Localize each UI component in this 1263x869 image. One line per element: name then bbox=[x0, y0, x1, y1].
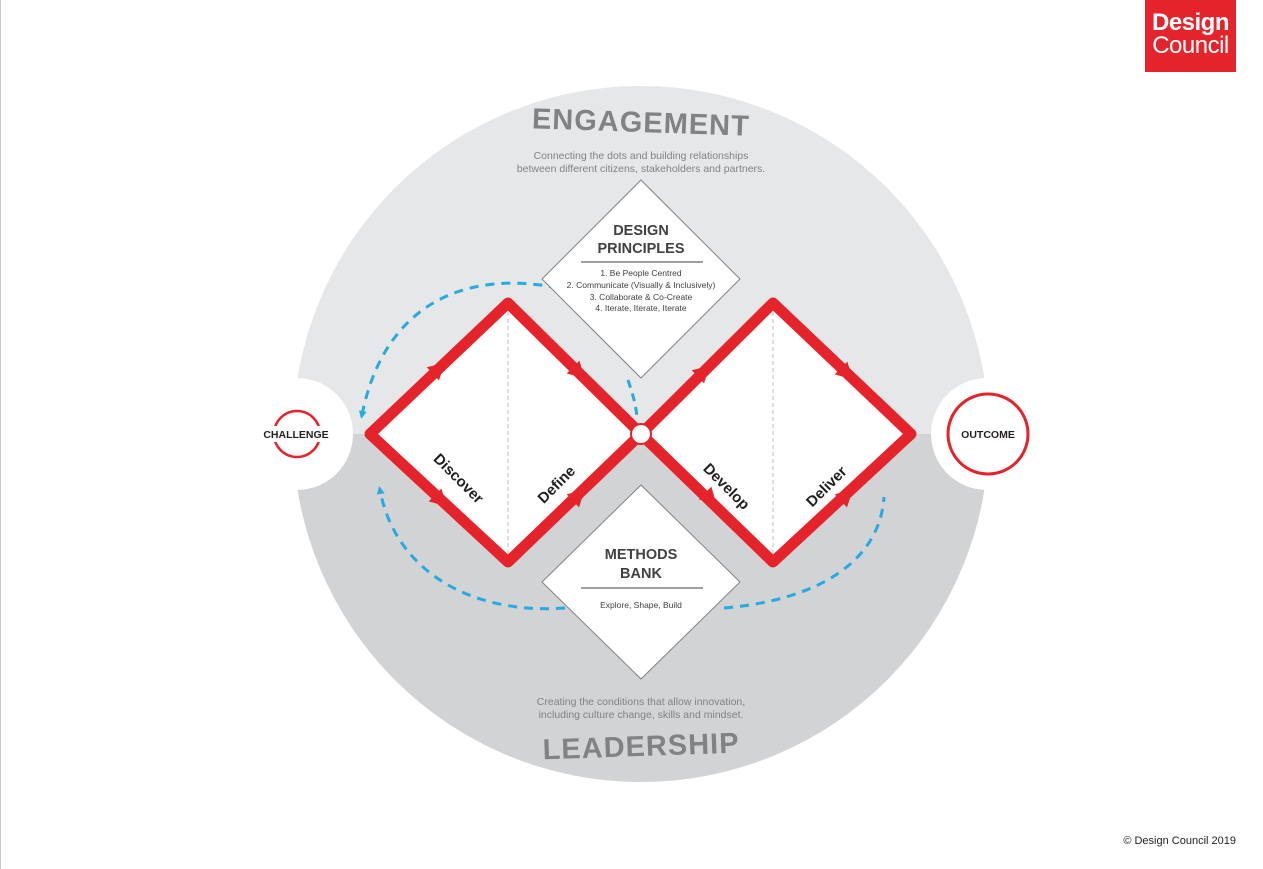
arrow-develop-down bbox=[698, 486, 717, 505]
design-principles-diamond bbox=[541, 179, 741, 379]
leadership-title: LEADERSHIP bbox=[542, 728, 740, 767]
principle-item-4: 4. Iterate, Iterate, Iterate bbox=[595, 303, 686, 313]
leadership-desc-2: including culture change, skills and min… bbox=[539, 709, 744, 721]
iteration-loop-bottom-left bbox=[376, 486, 566, 611]
principle-item-1: 1. Be People Centred bbox=[600, 268, 682, 278]
arrow-discover-down bbox=[428, 488, 447, 507]
challenge-label-bg bbox=[255, 426, 339, 442]
arrow-deliver-up bbox=[834, 489, 853, 508]
challenge-ring-bottom bbox=[272, 433, 322, 459]
methods-bank-items: Explore, Shape, Build bbox=[600, 600, 682, 610]
principle-item-2: 2. Communicate (Visually & Inclusively) bbox=[567, 280, 716, 290]
methods-bank-diamond bbox=[541, 484, 741, 680]
page-border bbox=[0, 0, 1, 869]
engagement-desc-1: Connecting the dots and building relatio… bbox=[534, 150, 749, 162]
arrow-define-up bbox=[566, 489, 585, 508]
engagement-desc-2: between different citizens, stakeholders… bbox=[517, 163, 765, 175]
leadership-desc-1: Creating the conditions that allow innov… bbox=[537, 696, 745, 708]
design-principles-title-2: PRINCIPLES bbox=[597, 241, 684, 257]
design-council-logo: Design Council bbox=[1145, 0, 1236, 72]
iteration-loop-top-left bbox=[358, 281, 559, 419]
design-principles-title-1: DESIGN bbox=[613, 223, 669, 239]
outcome-label: OUTCOME bbox=[961, 429, 1015, 441]
second-diamond-outline bbox=[635, 297, 917, 568]
iteration-loop-bottom-right bbox=[723, 496, 886, 610]
copyright-notice: © Design Council 2019 bbox=[1123, 835, 1236, 847]
principle-item-3: 3. Collaborate & Co-Create bbox=[590, 292, 693, 302]
arrow-discover-up bbox=[426, 362, 445, 381]
iteration-loop-right-of-center bbox=[626, 379, 639, 419]
methods-bank-title-1: METHODS bbox=[605, 547, 678, 563]
arrow-define-down bbox=[566, 360, 585, 379]
arrow-develop-up bbox=[691, 365, 710, 384]
logo-line2: Council bbox=[1152, 32, 1229, 59]
methods-bank-title-2: BANK bbox=[620, 566, 662, 582]
outcome-ring bbox=[946, 392, 1030, 476]
challenge-ring-top bbox=[272, 409, 322, 435]
logo-line1: Design bbox=[1151, 9, 1230, 36]
arrow-deliver-down bbox=[834, 361, 853, 380]
centre-junction-dot bbox=[630, 423, 652, 445]
engagement-title: ENGAGEMENT bbox=[531, 103, 750, 143]
challenge-label: CHALLENGE bbox=[263, 429, 328, 441]
